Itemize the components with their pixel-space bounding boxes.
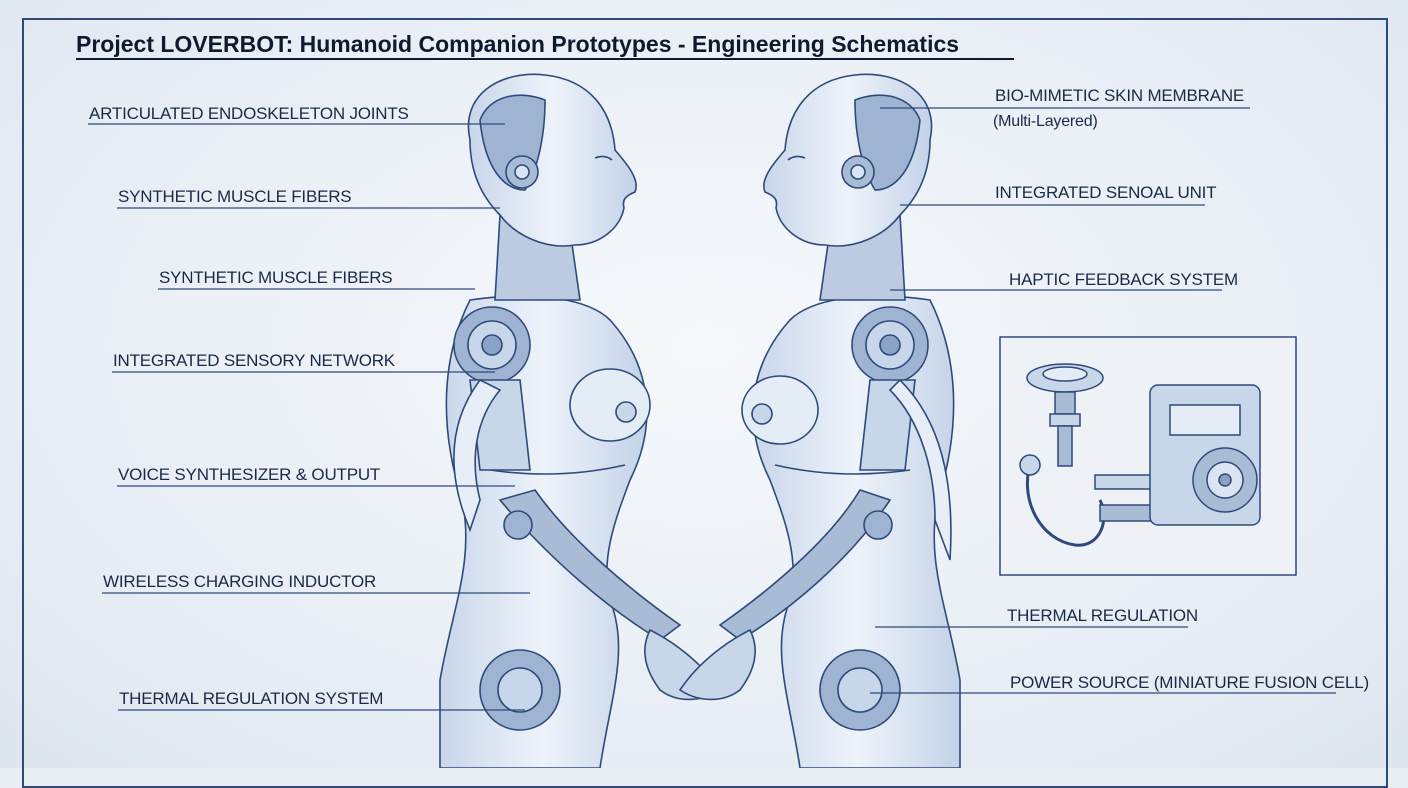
label-bio-mimetic-skin-membrane: BIO-MIMETIC SKIN MEMBRANE [995, 86, 1245, 105]
label-wireless-charging-inductor: WIRELESS CHARGING INDUCTOR [103, 572, 377, 591]
label-synthetic-muscle-fibers-lower: SYNTHETIC MUSCLE FIBERS [159, 268, 393, 287]
label-voice-synthesizer-output: VOICE SYNTHESIZER & OUTPUT [118, 465, 381, 484]
label-power-source: POWER SOURCE (MINIATURE FUSION CELL) [1010, 673, 1369, 692]
component-detail-inset [999, 336, 1297, 576]
title-underline [76, 58, 1014, 60]
page-title: Project LOVERBOT: Humanoid Companion Pro… [76, 31, 960, 57]
label-haptic-feedback-system: HAPTIC FEEDBACK SYSTEM [1009, 270, 1238, 289]
label-articulated-endoskeleton-joints: ARTICULATED ENDOSKELETON JOINTS [89, 104, 409, 123]
label-thermal-regulation-system: THERMAL REGULATION SYSTEM [119, 689, 384, 708]
label-thermal-regulation: THERMAL REGULATION [1007, 606, 1198, 625]
left-robot [439, 73, 722, 768]
right-robot [678, 73, 961, 768]
label-synthetic-muscle-fibers: SYNTHETIC MUSCLE FIBERS [118, 187, 352, 206]
label-integrated-sensory-network: INTEGRATED SENSORY NETWORK [113, 351, 395, 370]
robots-figure [88, 73, 1336, 768]
label-integrated-senoal-unit: INTEGRATED SENOAL UNIT [995, 183, 1217, 202]
leader-lines [88, 107, 1336, 711]
label-multi-layered-note: (Multi-Layered) [993, 113, 1098, 130]
